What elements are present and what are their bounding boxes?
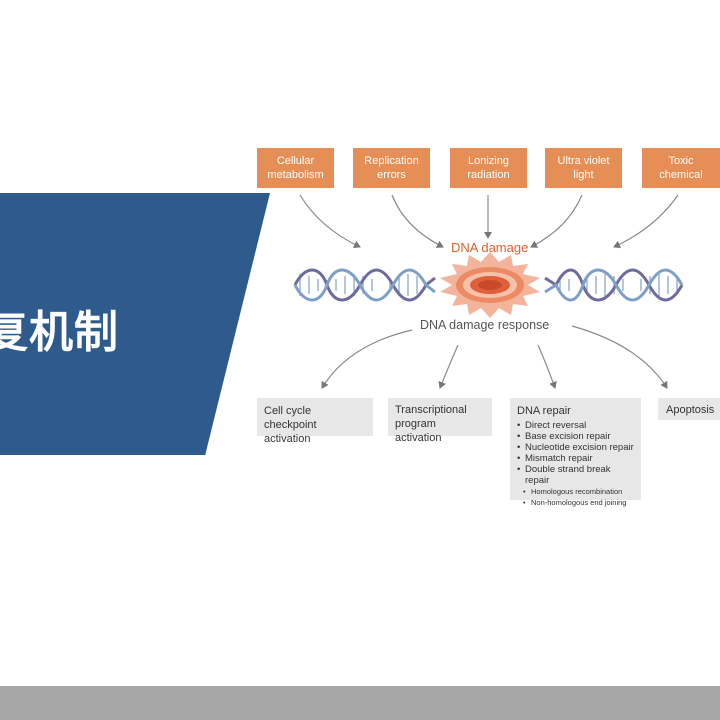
repair-item: Double strand break repair: [517, 464, 634, 486]
footer-bar: [0, 686, 720, 720]
repair-item: Base excision repair: [517, 431, 634, 442]
arrow-checkpoint: [321, 329, 413, 389]
outcome-apoptosis: Apoptosis: [658, 398, 720, 420]
arrow-apoptosis: [571, 325, 668, 389]
cause-uv-light: Ultra violet light: [545, 148, 622, 188]
helix-strand-b: [293, 268, 436, 302]
dna-damage-response-label: DNA damage response: [420, 318, 550, 332]
outcome-dna-repair: DNA repair Direct reversal Base excision…: [510, 398, 641, 508]
arrow-transcription: [438, 344, 459, 389]
helix-strand-d: [544, 268, 684, 302]
dna-repair-list: Direct reversal Base excision repair Nuc…: [517, 420, 634, 508]
damage-burst: [440, 252, 540, 318]
cause-toxic-chemical: Toxic chemical: [642, 148, 720, 188]
burst-core: [478, 280, 502, 290]
arrow-repair: [537, 344, 557, 389]
arrow-metabolism: [299, 194, 361, 249]
cause-replication-errors: Replication errors: [353, 148, 430, 188]
repair-subitem: Homologous recombination: [517, 486, 634, 497]
outcome-checkpoint: Cell cycle checkpoint activation: [257, 398, 373, 445]
cause-cellular-metabolism: Cellular metabolism: [257, 148, 334, 188]
dna-damage-label: DNA damage: [451, 240, 529, 255]
repair-item: Direct reversal: [517, 420, 634, 431]
cause-arrows: [299, 194, 679, 249]
slide-title: 复机制: [0, 307, 119, 358]
arrow-uv: [530, 194, 583, 248]
arrow-toxic: [613, 194, 679, 249]
cause-ionizing-radiation: Lonizing radiation: [450, 148, 527, 188]
dna-repair-title: DNA repair: [517, 405, 571, 417]
repair-subitem: Non-homologous end joining: [517, 497, 634, 508]
helix-strand-a: [293, 268, 436, 302]
outcome-transcription: Transcriptional program activation: [388, 398, 492, 444]
response-arrows: [321, 325, 668, 389]
arrow-replication: [391, 194, 444, 248]
repair-item: Nucleotide excision repair: [517, 442, 634, 453]
dna-helix: [293, 268, 684, 302]
repair-item: Mismatch repair: [517, 453, 634, 464]
